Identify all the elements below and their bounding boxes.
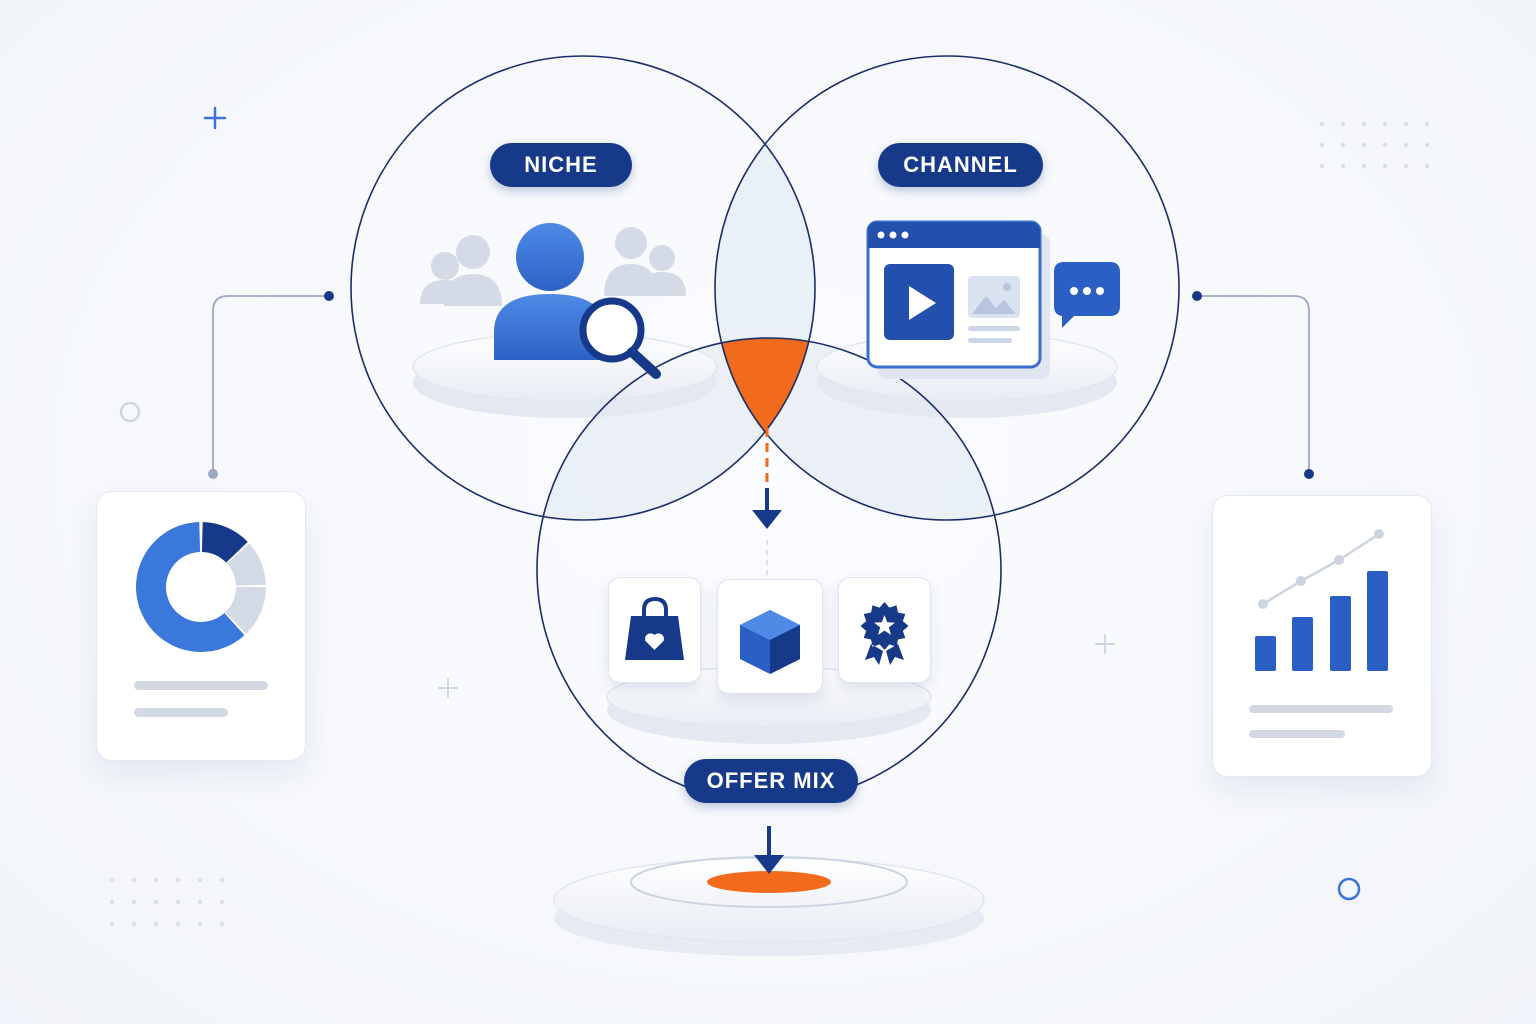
grid-dot <box>1361 121 1367 127</box>
grid-dot <box>1424 163 1430 169</box>
grid-dot <box>153 877 159 883</box>
grid-dot <box>219 921 225 927</box>
grid-dot <box>1424 121 1430 127</box>
image-icon <box>968 276 1020 343</box>
people-group-icon <box>420 227 686 306</box>
grid-dot <box>175 921 181 927</box>
grid-dot <box>131 899 137 905</box>
grid-dot <box>175 877 181 883</box>
offer-tile-award[interactable] <box>838 577 931 683</box>
connector-dot <box>1192 291 1202 301</box>
overlap-niche-offer <box>537 338 815 520</box>
card-text-line <box>134 708 228 717</box>
award-badge-icon <box>860 602 909 665</box>
grid-dot <box>1319 142 1325 148</box>
card-text-line <box>1249 705 1393 713</box>
grid-dot <box>1403 142 1409 148</box>
connector-dot <box>208 469 218 479</box>
grid-dot <box>1361 142 1367 148</box>
offer-tile-bag[interactable] <box>608 577 701 683</box>
grid-dot <box>153 899 159 905</box>
channel-circle <box>714 55 1180 521</box>
dot-grid <box>109 877 225 927</box>
grid-dot <box>131 877 137 883</box>
grid-dot <box>219 899 225 905</box>
grid-dot <box>109 877 115 883</box>
grid-dot <box>197 921 203 927</box>
overlap-channel-offer <box>715 338 1001 520</box>
chat-bubble-icon <box>1054 262 1120 328</box>
offer-tile-box[interactable] <box>717 579 823 694</box>
grid-dot <box>1319 163 1325 169</box>
niche-platform <box>412 332 718 418</box>
decor-ring <box>1337 877 1361 901</box>
niche-label: NICHE <box>490 143 632 187</box>
left-connector <box>212 295 329 474</box>
grid-dot <box>131 921 137 927</box>
target-arrow <box>754 826 784 874</box>
right-connector <box>1197 295 1310 474</box>
grid-dot <box>1340 142 1346 148</box>
grid-dot <box>1319 121 1325 127</box>
grid-dot <box>1424 142 1430 148</box>
offer-mix-label: OFFER MIX <box>684 759 858 803</box>
grid-dot <box>219 877 225 883</box>
grid-dot <box>197 899 203 905</box>
dot-grid <box>1319 121 1430 169</box>
shopping-bag-icon <box>625 596 684 660</box>
box-icon <box>740 610 800 674</box>
plus-icon <box>203 106 227 130</box>
grid-dot <box>1340 121 1346 127</box>
card-text-line <box>134 681 268 690</box>
target-icon <box>553 856 985 956</box>
niche-circle <box>350 55 816 521</box>
video-play-icon <box>884 264 954 340</box>
grid-dot <box>197 877 203 883</box>
grid-dot <box>1403 121 1409 127</box>
connector-dot <box>324 291 334 301</box>
card-text-line <box>1249 730 1345 738</box>
grid-dot <box>1340 163 1346 169</box>
grid-dot <box>153 921 159 927</box>
connector-dot <box>1304 469 1314 479</box>
donut-chart-icon <box>136 522 266 652</box>
flow-arrow <box>752 428 782 575</box>
grid-dot <box>109 921 115 927</box>
grid-dot <box>1382 142 1388 148</box>
plus-icon <box>438 634 1115 698</box>
channel-label: CHANNEL <box>878 143 1043 187</box>
user-search-icon <box>494 223 661 379</box>
grid-dot <box>1382 121 1388 127</box>
bar-line-chart-icon <box>1255 529 1388 671</box>
grid-dot <box>1403 163 1409 169</box>
grid-dot <box>109 899 115 905</box>
grid-dot <box>1382 163 1388 169</box>
decor-ring <box>119 401 141 423</box>
grid-dot <box>175 899 181 905</box>
grid-dot <box>1361 163 1367 169</box>
